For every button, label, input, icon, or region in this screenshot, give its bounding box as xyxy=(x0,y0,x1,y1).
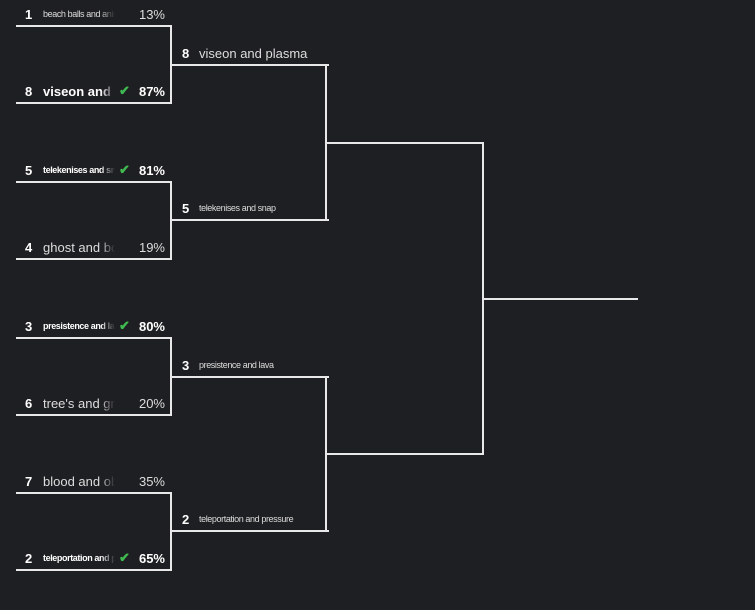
bracket-line xyxy=(170,376,329,378)
team-name: presistence and lava xyxy=(43,321,115,331)
vote-percentage: 80% xyxy=(138,318,165,334)
team-name: teleportation and pressure xyxy=(43,553,115,563)
vote-percentage: 19% xyxy=(138,239,165,255)
seed-number: 2 xyxy=(182,511,190,527)
bracket-line xyxy=(327,453,484,455)
checkmark-icon: ✔ xyxy=(119,83,130,98)
seed-number: 8 xyxy=(25,83,33,99)
round2-entry[interactable]: 5 telekenises and snap xyxy=(182,198,322,218)
seed-number: 1 xyxy=(25,6,33,22)
team-name: tree's and grass xyxy=(43,395,115,411)
checkmark-icon: ✔ xyxy=(119,318,130,333)
vote-percentage: 81% xyxy=(138,162,165,178)
round1-entry[interactable]: 1 beach balls and animals 13% xyxy=(25,4,165,24)
seed-number: 6 xyxy=(25,395,33,411)
round1-entry[interactable]: 3 presistence and lava ✔ 80% xyxy=(25,316,165,336)
team-name: telekenises and snap xyxy=(199,203,276,213)
team-name: blood and objects xyxy=(43,473,115,489)
seed-number: 3 xyxy=(182,357,190,373)
bracket-line xyxy=(16,258,172,260)
round2-entry[interactable]: 3 presistence and lava xyxy=(182,355,322,375)
vote-percentage: 87% xyxy=(138,83,165,99)
team-name: viseon and plasma xyxy=(43,83,115,99)
checkmark-icon: ✔ xyxy=(119,550,130,565)
bracket-line xyxy=(16,492,172,494)
seed-number: 4 xyxy=(25,239,33,255)
vote-percentage: 35% xyxy=(138,473,165,489)
vote-percentage: 65% xyxy=(138,550,165,566)
team-name: beach balls and animals xyxy=(43,9,115,19)
round1-entry[interactable]: 7 blood and objects 35% xyxy=(25,471,165,491)
bracket-line xyxy=(16,569,172,571)
checkmark-icon: ✔ xyxy=(119,162,130,177)
seed-number: 8 xyxy=(182,45,190,61)
team-name: telekenises and snap xyxy=(43,165,115,175)
team-name: viseon and plasma xyxy=(199,45,308,61)
seed-number: 7 xyxy=(25,473,33,489)
bracket-connector xyxy=(325,376,327,532)
round2-entry[interactable]: 2 teleportation and pressure xyxy=(182,509,322,529)
bracket-line xyxy=(327,142,484,144)
team-name: ghost and bones xyxy=(43,239,115,255)
bracket-line xyxy=(170,219,329,221)
seed-number: 3 xyxy=(25,318,33,334)
team-name: presistence and lava xyxy=(199,360,274,370)
bracket-line xyxy=(16,25,172,27)
bracket-line xyxy=(16,181,172,183)
bracket-line xyxy=(16,102,172,104)
round2-entry[interactable]: 8 viseon and plasma xyxy=(182,43,322,63)
round1-entry[interactable]: 2 teleportation and pressure ✔ 65% xyxy=(25,548,165,568)
bracket-line xyxy=(16,337,172,339)
round1-entry[interactable]: 8 viseon and plasma ✔ 87% xyxy=(25,81,165,101)
bracket-line xyxy=(16,414,172,416)
vote-percentage: 13% xyxy=(138,6,165,22)
seed-number: 5 xyxy=(25,162,33,178)
team-name: teleportation and pressure xyxy=(199,514,294,524)
round1-entry[interactable]: 4 ghost and bones 19% xyxy=(25,237,165,257)
round1-entry[interactable]: 5 telekenises and snap ✔ 81% xyxy=(25,160,165,180)
bracket-line xyxy=(170,64,329,66)
seed-number: 2 xyxy=(25,550,33,566)
vote-percentage: 20% xyxy=(138,395,165,411)
final-line xyxy=(482,298,638,300)
bracket-connector xyxy=(325,64,327,221)
seed-number: 5 xyxy=(182,200,190,216)
round1-entry[interactable]: 6 tree's and grass 20% xyxy=(25,393,165,413)
bracket-line xyxy=(170,530,329,532)
